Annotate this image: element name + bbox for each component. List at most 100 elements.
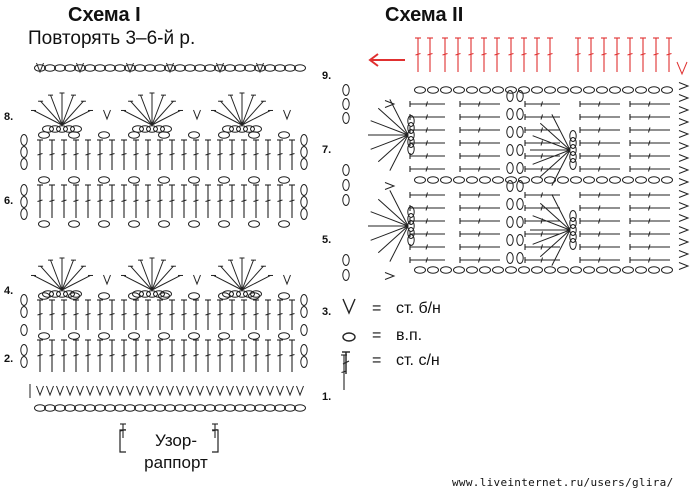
chain-stitch <box>635 266 647 274</box>
chain-stitch <box>134 404 146 412</box>
chain-stitch <box>569 158 577 170</box>
dc-stitch-bar <box>85 199 91 202</box>
chain-stitch <box>184 64 196 72</box>
dc-stitch-bar <box>205 153 211 156</box>
dc-stitch-bar <box>193 153 199 156</box>
fan-dc-stitch <box>151 100 174 126</box>
dc-stitch-bar <box>598 101 601 107</box>
dc-stitch-bar <box>109 199 115 202</box>
fan-dc-stitch <box>539 122 571 151</box>
sc-stitch <box>678 190 690 198</box>
dc-stitch-bar <box>425 140 428 146</box>
dc-stitch-bar <box>455 53 461 56</box>
chain-stitch <box>622 86 634 94</box>
dc-stitch-bar <box>277 199 283 202</box>
sc-stitch <box>176 385 184 397</box>
chain-stitch <box>174 404 186 412</box>
chain-stitch <box>516 144 524 156</box>
chain-stitch <box>531 266 543 274</box>
dc-stitch-bar <box>73 313 79 316</box>
sc-stitch <box>146 385 154 397</box>
chain-stitch <box>154 64 166 72</box>
dc-stitch-bar <box>648 101 651 107</box>
dc-stitch-bar <box>85 354 91 357</box>
chain-stitch <box>146 125 158 133</box>
chain-stitch <box>300 294 308 306</box>
chain-stitch <box>342 194 350 206</box>
chain-stitch <box>505 86 517 94</box>
legend-eq-3: = <box>372 352 382 369</box>
chain-stitch <box>68 131 80 139</box>
chain-stitch <box>54 64 66 72</box>
fan-dc-stitch <box>539 202 571 231</box>
chain-stitch <box>516 198 524 210</box>
dc-stitch-bar <box>205 354 211 357</box>
fan-dc-stitch <box>61 259 74 291</box>
dc-stitch-bar <box>540 205 543 211</box>
dc-stitch-bar <box>648 127 651 133</box>
dc-stitch-bar <box>478 153 481 159</box>
dc-stitch-bar <box>121 153 127 156</box>
chain-stitch <box>70 290 82 298</box>
dc-stitch-bar <box>598 166 601 172</box>
sc-stitch <box>106 385 114 397</box>
chain-stitch <box>342 164 350 176</box>
chain-stitch <box>407 129 415 141</box>
chain-stitch <box>164 404 176 412</box>
chain-stitch <box>20 134 28 146</box>
chain-stitch <box>98 220 110 228</box>
fan-dc-stitch <box>241 275 271 291</box>
chain-stitch <box>160 290 172 298</box>
fan-dc-stitch <box>123 110 153 126</box>
chain-stitch <box>38 131 50 139</box>
dc-stitch-bar <box>598 244 601 250</box>
chain-stitch <box>104 64 116 72</box>
dc-stitch-bar <box>241 153 247 156</box>
chain-stitch <box>342 84 350 96</box>
chain-stitch <box>557 266 569 274</box>
sc-stitch <box>66 385 74 397</box>
sc-stitch <box>86 385 94 397</box>
dc-stitch-bar <box>157 199 163 202</box>
fan-dc-stitch <box>389 99 409 136</box>
sc-stitch <box>384 272 396 280</box>
dc-stitch-bar <box>478 127 481 133</box>
sc-stitch <box>236 385 244 397</box>
dc-stitch-bar <box>648 114 651 120</box>
chain-stitch <box>407 220 415 232</box>
sc-stitch <box>678 238 690 246</box>
dc-stitch-bar <box>481 53 487 56</box>
sc-stitch <box>678 202 690 210</box>
chain-stitch <box>342 269 350 281</box>
chain-stitch <box>505 266 517 274</box>
row-number-8: 8. <box>4 111 14 123</box>
dc-stitch-bar <box>193 199 199 202</box>
sc-stitch <box>126 385 134 397</box>
row-number-4: 4. <box>4 285 14 297</box>
dc-stitch-bar <box>540 257 543 263</box>
chain-stitch <box>622 176 634 184</box>
dc-stitch-bar <box>540 166 543 172</box>
chain-stitch <box>531 176 543 184</box>
dc-stitch-bar <box>181 313 187 316</box>
dc-stitch-bar <box>253 199 259 202</box>
fan-dc-stitch <box>33 275 63 291</box>
fan-dc-stitch <box>389 190 409 227</box>
fan-dc-stitch <box>377 198 409 227</box>
dc-stitch-bar <box>425 231 428 237</box>
chain-stitch <box>506 252 514 264</box>
chain-stitch <box>49 290 61 298</box>
dc-stitch-bar <box>648 166 651 172</box>
chain-stitch <box>234 404 246 412</box>
fan-dc-stitch <box>241 110 271 126</box>
chain-stitch <box>569 144 577 156</box>
fan-dc-stitch <box>389 225 409 262</box>
chain-stitch <box>609 176 621 184</box>
chain-stitch <box>104 404 116 412</box>
chain-stitch <box>506 126 514 138</box>
chain-stitch <box>440 176 452 184</box>
dc-stitch-bar <box>265 153 271 156</box>
fan-dc-stitch <box>377 134 409 163</box>
dc-stitch-bar <box>425 153 428 159</box>
dc-stitch-bar <box>540 153 543 159</box>
